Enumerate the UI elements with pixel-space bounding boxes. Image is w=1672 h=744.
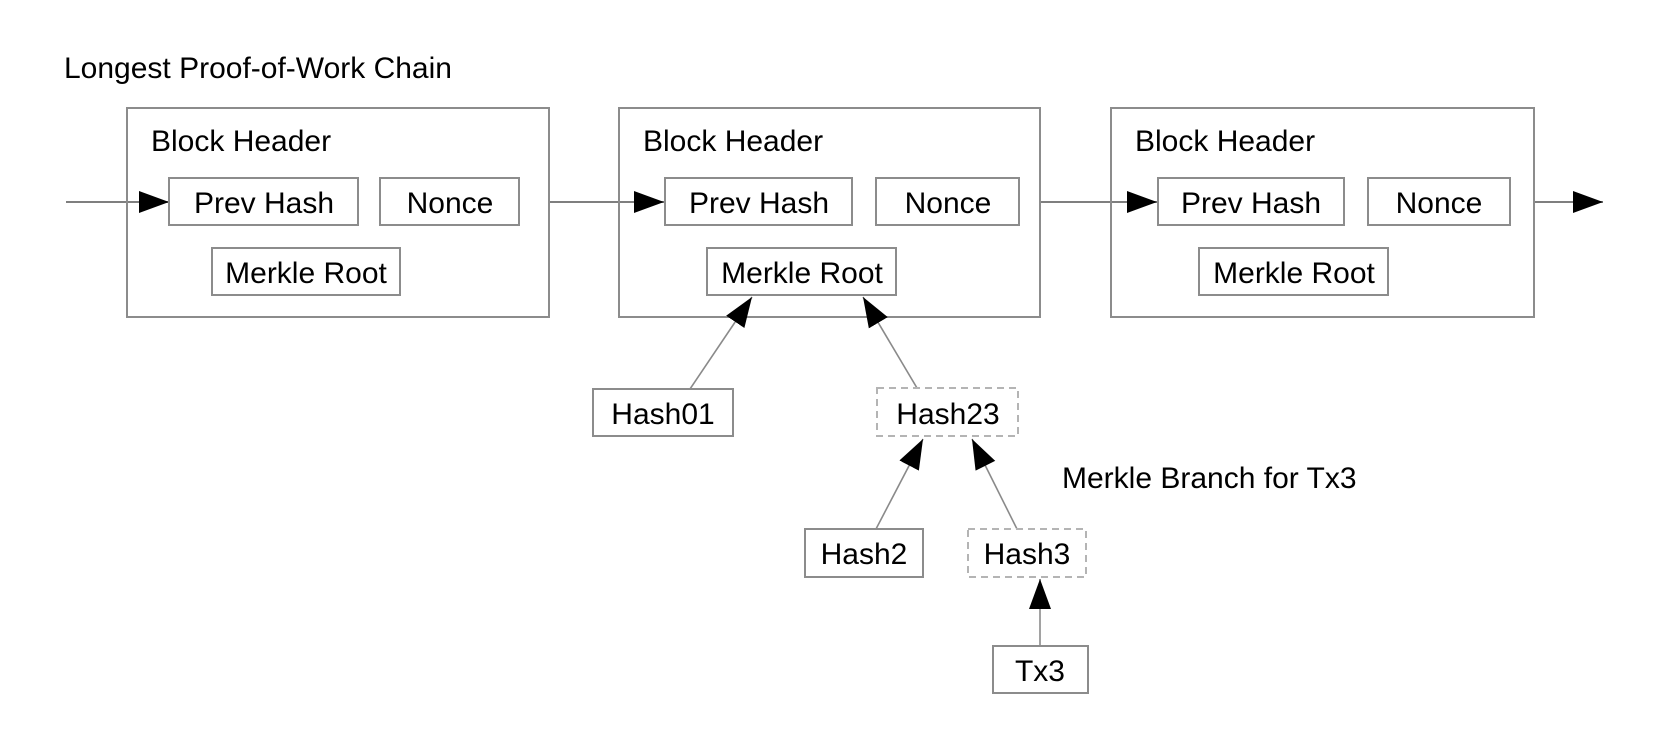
hash23-label: Hash23 (896, 398, 999, 431)
arrow-hash2-to-hash23-icon (875, 438, 924, 530)
block-1-merkle-root-box (211, 247, 401, 296)
block-3-merkle-root-label: Merkle Root (1213, 257, 1375, 290)
block-2-merkle-root-label: Merkle Root (721, 257, 883, 290)
arrow-hash01-to-merkle-root-icon (689, 296, 753, 390)
block-2-merkle-root-box (706, 247, 897, 296)
block-3-prev-hash-box (1157, 177, 1345, 226)
hash23-box (876, 387, 1019, 437)
hash3-box (967, 528, 1087, 578)
block-1-outline (126, 107, 550, 318)
tx3-box (992, 645, 1089, 694)
block-3: Block Header Prev Hash Nonce Merkle Root (1110, 107, 1535, 318)
merkle-branch-annotation: Merkle Branch for Tx3 (1062, 462, 1357, 495)
arrow-hash23-to-merkle-root-icon (862, 296, 918, 389)
block-1-header-label: Block Header (151, 125, 331, 158)
block-2-nonce-box (875, 177, 1020, 226)
block-1-prev-hash-box (168, 177, 359, 226)
block-3-outline (1110, 107, 1535, 318)
block-1-merkle-root-label: Merkle Root (225, 257, 387, 290)
block-3-nonce-box (1367, 177, 1511, 226)
block-3-nonce-label: Nonce (1396, 187, 1483, 220)
block-1-nonce-box (379, 177, 520, 226)
block-3-prev-hash-label: Prev Hash (1181, 187, 1321, 220)
block-3-merkle-root-box (1198, 247, 1389, 296)
hash01-label: Hash01 (611, 398, 714, 431)
arrow-hash3-to-hash23-icon (971, 438, 1018, 530)
merkle-tree: Hash01 Hash23 Hash2 Hash3 Tx3 (592, 387, 1089, 694)
block-2-prev-hash-box (664, 177, 853, 226)
block-1: Block Header Prev Hash Nonce Merkle Root (126, 107, 550, 318)
block-1-nonce-label: Nonce (407, 187, 494, 220)
block-2-nonce-label: Nonce (905, 187, 992, 220)
tx3-label: Tx3 (1015, 655, 1065, 688)
hash01-box (592, 388, 734, 437)
hash2-box (804, 528, 924, 578)
diagram-title: Longest Proof-of-Work Chain (64, 52, 452, 85)
block-2-prev-hash-label: Prev Hash (689, 187, 829, 220)
block-2: Block Header Prev Hash Nonce Merkle Root (618, 107, 1041, 318)
block-1-prev-hash-label: Prev Hash (194, 187, 334, 220)
hash2-label: Hash2 (821, 538, 908, 571)
hash3-label: Hash3 (984, 538, 1071, 571)
block-2-outline (618, 107, 1041, 318)
block-2-header-label: Block Header (643, 125, 823, 158)
block-3-header-label: Block Header (1135, 125, 1315, 158)
